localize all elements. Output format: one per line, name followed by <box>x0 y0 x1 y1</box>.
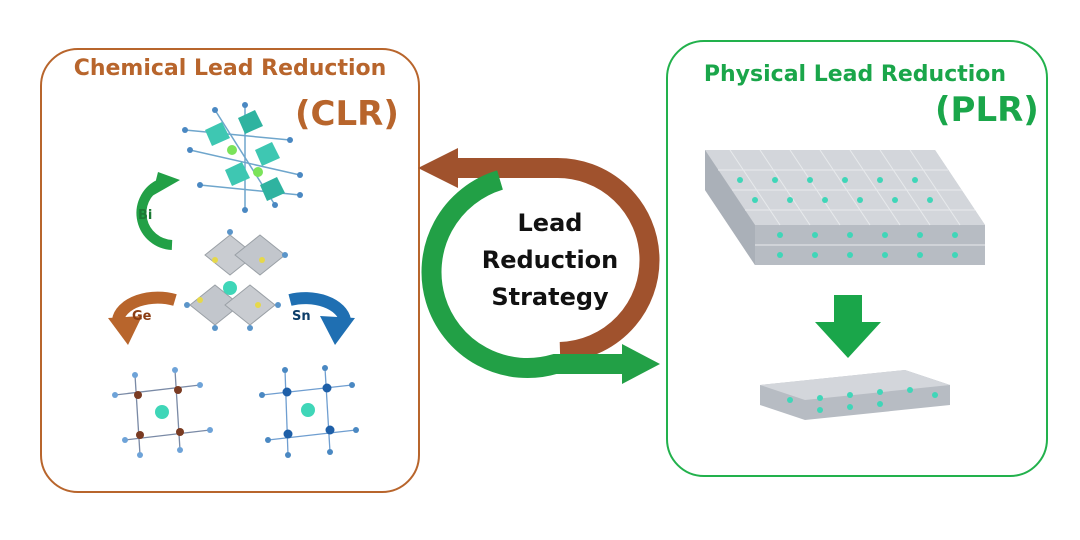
center-label-line1: Lead <box>517 209 583 237</box>
bi-label: Bi <box>138 208 152 223</box>
cycle-arrow-brown <box>418 148 660 362</box>
sn-perovskite-structure <box>259 365 359 458</box>
plr-abbreviation: (PLR) <box>935 90 1039 130</box>
sn-label: Sn <box>292 309 311 324</box>
clr-title: Chemical Lead Reduction <box>73 56 387 81</box>
plr-title: Physical Lead Reduction <box>703 62 1007 87</box>
ge-label: Ge <box>132 309 152 324</box>
lead-reduction-strategy-label: Lead Reduction Strategy <box>480 205 620 316</box>
center-label-line3: Strategy <box>491 283 609 311</box>
bi-cluster-structure <box>182 102 303 213</box>
lead-perovskite-structure <box>184 229 288 331</box>
down-arrow <box>815 295 881 358</box>
center-label-line2: Reduction <box>481 246 619 274</box>
clr-abbreviation: (CLR) <box>295 94 399 134</box>
bi-substitution-arrow <box>136 172 180 250</box>
sn-substitution-arrow <box>288 292 355 345</box>
thin-perovskite-slab <box>760 370 950 420</box>
bulk-perovskite-slab <box>705 149 985 265</box>
cycle-arrow-green <box>421 170 660 384</box>
ge-substitution-arrow <box>108 291 177 345</box>
ge-perovskite-structure <box>112 367 213 458</box>
